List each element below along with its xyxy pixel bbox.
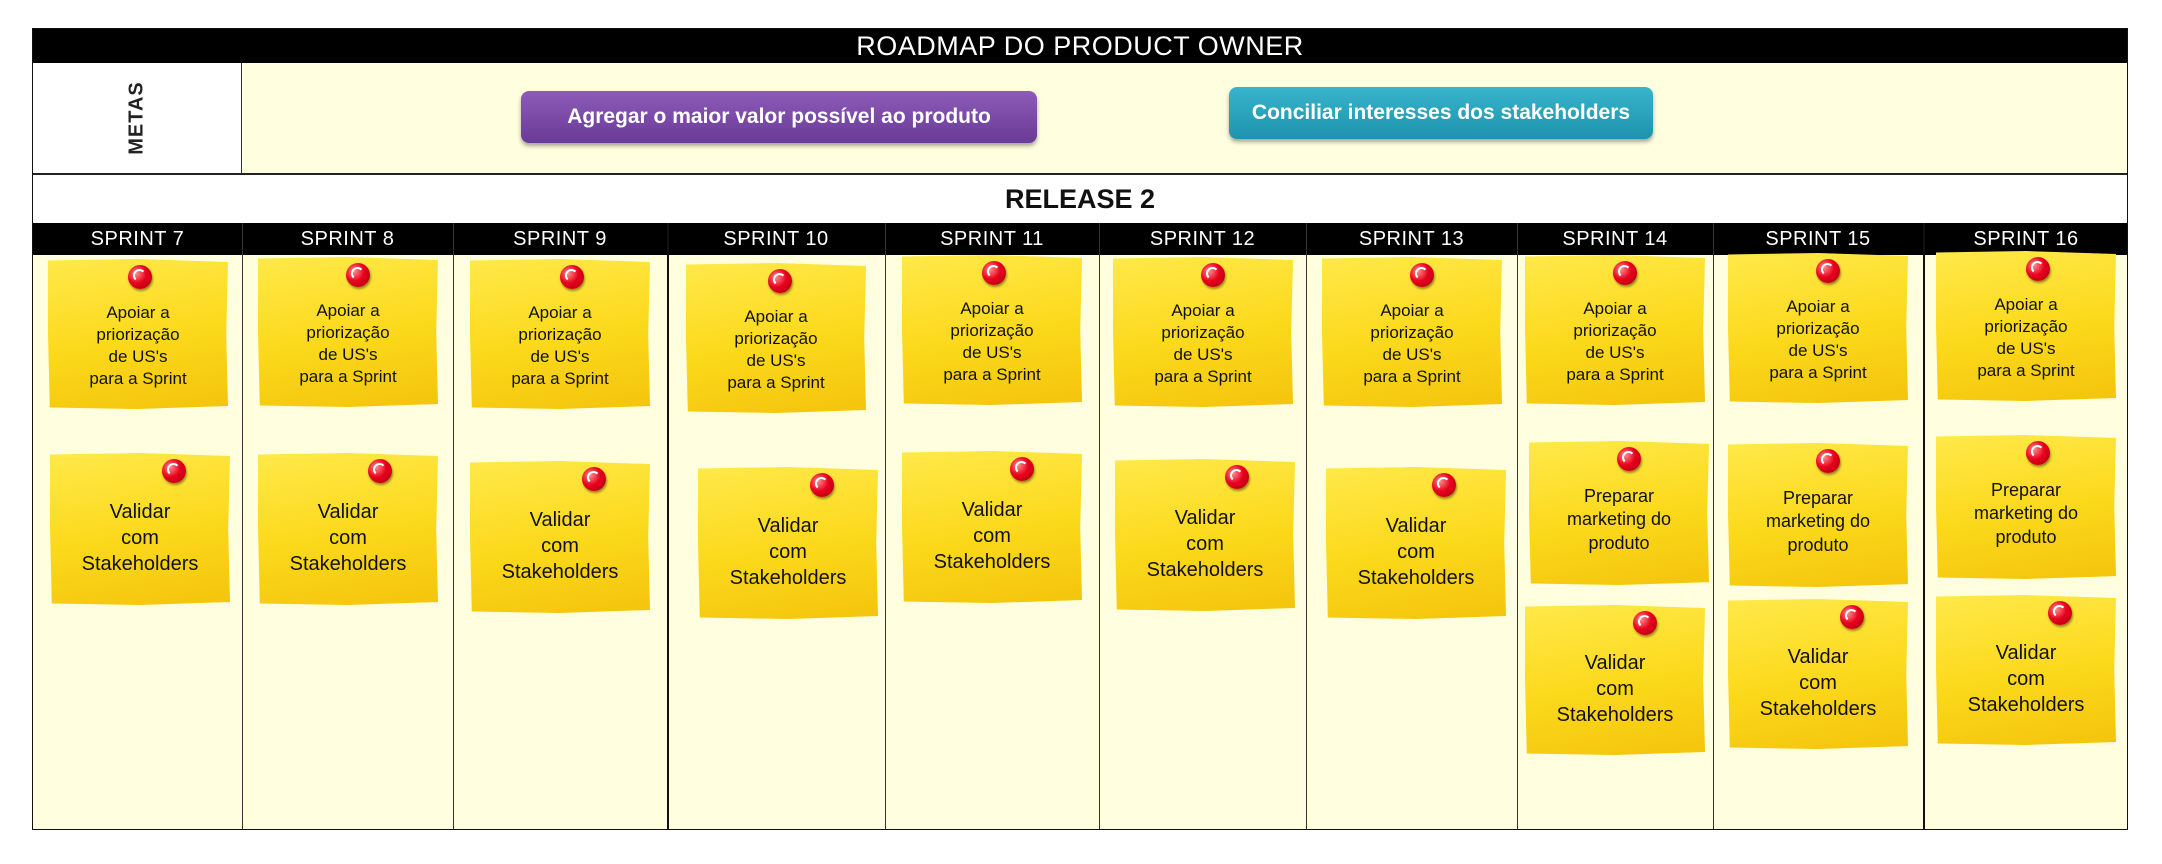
sticky-note-text: Validar com Stakeholders (933, 499, 1051, 573)
goal-stakeholders: Conciliar interesses dos stakeholders (1229, 87, 1653, 139)
pushpin-icon (1840, 605, 1864, 629)
sprint-column-divider (1306, 223, 1307, 829)
pushpin-icon (1010, 457, 1034, 481)
sprint-column-divider (453, 223, 454, 829)
pushpin-icon (2048, 601, 2072, 625)
sticky-note-text: Validar com Stakeholders (1967, 642, 2085, 716)
sticky-note-text: Apoiar a priorização de US's para a Spri… (943, 298, 1041, 385)
pushpin-icon (1816, 259, 1840, 283)
sprint-header-bar: SPRINT 7 SPRINT 8 SPRINT 9 SPRINT 10 SPRINT … (33, 223, 2127, 255)
sprint-column-divider (1517, 223, 1518, 829)
roadmap-board: ROADMAP DO PRODUCT OWNER METAS Agregar o… (32, 28, 2128, 830)
pushpin-icon (2026, 257, 2050, 281)
pushpin-icon (128, 265, 152, 289)
sprint-name: SPRINT 9 (513, 228, 607, 250)
goal-value: Agregar o maior valor possível ao produt… (521, 91, 1037, 143)
sticky-note-text: Apoiar a priorização de US's para a Spri… (89, 302, 187, 389)
sticky-note-text: Validar com Stakeholders (81, 501, 199, 575)
sticky-note-text: Validar com Stakeholders (501, 509, 619, 583)
pushpin-icon (1617, 447, 1641, 471)
sprint-name: SPRINT 8 (300, 228, 395, 250)
sticky-note: Validar com Stakeholders (258, 453, 438, 605)
sticky-note: Validar com Stakeholders (1728, 599, 1908, 749)
sticky-note-text: Validar com Stakeholders (729, 515, 847, 589)
sprint-name: SPRINT 11 (940, 228, 1044, 250)
pushpin-icon (1225, 465, 1249, 489)
sprint-column-divider (1713, 223, 1714, 829)
sticky-note: Validar com Stakeholders (1525, 605, 1705, 755)
sprint-column-divider (667, 223, 669, 829)
sticky-note-text: Apoiar a priorização de US's para a Spri… (1154, 300, 1252, 387)
sprint-column-divider (1099, 223, 1100, 829)
sprint-name: SPRINT 10 (723, 228, 829, 250)
sprint-column-divider (242, 223, 243, 829)
pushpin-icon (1410, 263, 1434, 287)
sticky-note-text: Preparar marketing do produto (1973, 479, 2079, 547)
sprint-name: SPRINT 13 (1358, 228, 1465, 250)
sticky-note: Validar com Stakeholders (1936, 595, 2116, 745)
sprint-column-divider (1923, 223, 1925, 829)
pushpin-icon (1201, 263, 1225, 287)
sticky-note: Apoiar a priorização de US's para a Spri… (1525, 255, 1705, 405)
sticky-note-text: Apoiar a priorização de US's para a Spri… (1566, 298, 1664, 385)
pushpin-icon (560, 265, 584, 289)
sprint-name: SPRINT 15 (1765, 228, 1871, 250)
pushpin-icon (768, 269, 792, 293)
pushpin-icon (982, 261, 1006, 285)
pushpin-icon (162, 459, 186, 483)
sticky-note-text: Validar com Stakeholders (289, 501, 407, 575)
sprint-name: SPRINT 7 (90, 228, 185, 250)
pushpin-icon (810, 473, 834, 497)
release-title: RELEASE 2 (33, 175, 2127, 223)
sticky-note: Apoiar a priorização de US's para a Spri… (1936, 251, 2116, 401)
sticky-note-text: Validar com Stakeholders (1357, 515, 1475, 589)
pushpin-icon (346, 263, 370, 287)
pushpin-icon (1633, 611, 1657, 635)
sticky-note-text: Apoiar a priorização de US's para a Spri… (511, 302, 609, 389)
sticky-note-text: Validar com Stakeholders (1759, 646, 1877, 720)
sticky-note-text: Apoiar a priorização de US's para a Spri… (1363, 300, 1461, 387)
roadmap-title: ROADMAP DO PRODUCT OWNER (33, 29, 2127, 63)
sticky-note-text: Validar com Stakeholders (1556, 652, 1674, 726)
sticky-note-text: Preparar marketing do produto (1765, 487, 1871, 555)
sticky-note: Apoiar a priorização de US's para a Spri… (470, 259, 650, 409)
metas-row: METAS Agregar o maior valor possível ao … (33, 63, 2127, 175)
sticky-note: Validar com Stakeholders (1115, 459, 1295, 611)
sticky-note-text: Apoiar a priorização de US's para a Spri… (727, 306, 825, 393)
sprint-name: SPRINT 16 (1973, 228, 2079, 250)
sticky-note-text: Preparar marketing do produto (1566, 485, 1672, 553)
sticky-note-text: Validar com Stakeholders (1146, 507, 1264, 581)
sticky-note-text: Apoiar a priorização de US's para a Spri… (299, 300, 397, 387)
sprint-name: SPRINT 14 (1562, 228, 1668, 250)
sprint-name: SPRINT 12 (1149, 228, 1256, 250)
pushpin-icon (2026, 441, 2050, 465)
sticky-note: Validar com Stakeholders (50, 453, 230, 605)
pushpin-icon (1432, 473, 1456, 497)
metas-label: METAS (125, 81, 148, 155)
sticky-note: Validar com Stakeholders (470, 461, 650, 613)
sticky-note: Validar com Stakeholders (902, 451, 1082, 603)
pushpin-icon (1816, 449, 1840, 473)
pushpin-icon (1613, 261, 1637, 285)
metas-label-cell: METAS (33, 63, 242, 173)
pushpin-icon (368, 459, 392, 483)
sticky-note: Validar com Stakeholders (1326, 467, 1506, 619)
sticky-note-text: Apoiar a priorização de US's para a Spri… (1977, 294, 2075, 381)
sticky-note-text: Apoiar a priorização de US's para a Spri… (1769, 296, 1867, 383)
sticky-note: Validar com Stakeholders (698, 467, 878, 619)
sticky-note: Preparar marketing do produto (1936, 435, 2116, 579)
sprint-column-divider (885, 223, 886, 829)
pushpin-icon (582, 467, 606, 491)
